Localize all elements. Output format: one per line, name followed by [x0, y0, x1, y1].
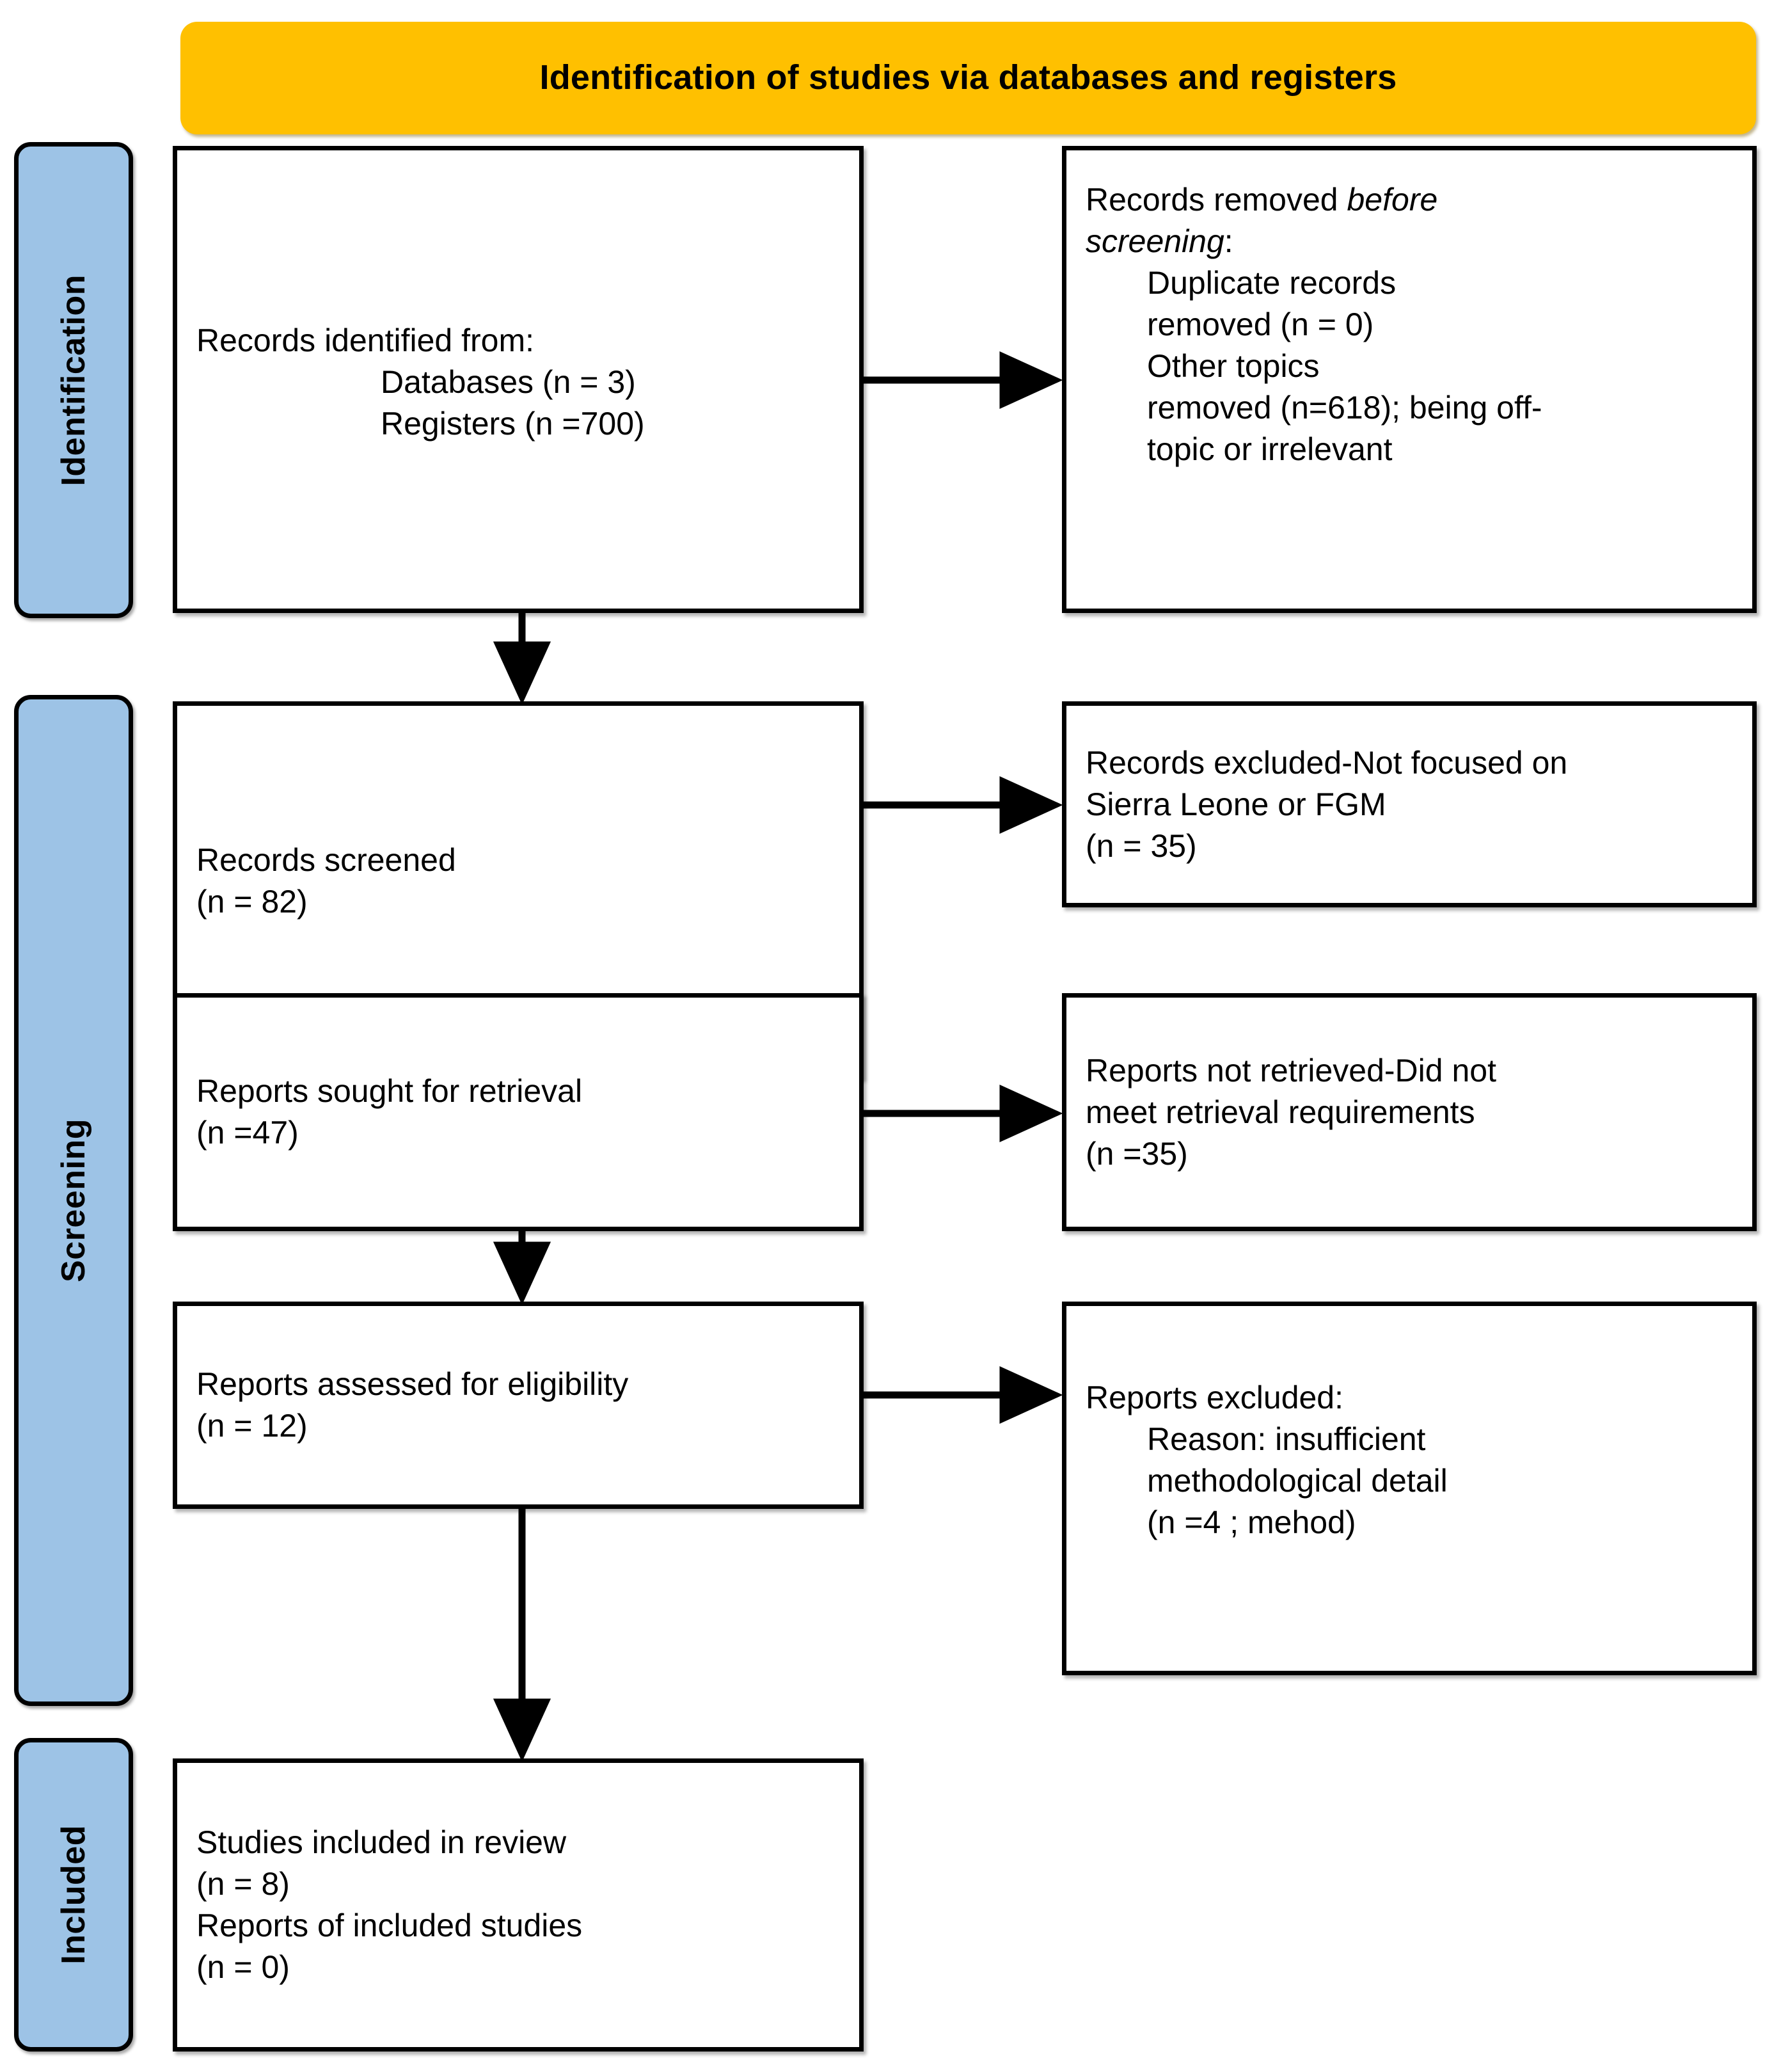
records-screened-line-1: Records screened — [196, 842, 456, 878]
box-reports-assessed: Reports assessed for eligibility (n = 12… — [173, 1302, 864, 1509]
reports-excluded-line-2: Reason: insufficient — [1147, 1421, 1426, 1457]
reports-excluded-line-3: methodological detail — [1147, 1463, 1448, 1499]
reports-excluded-line-1: Reports excluded: — [1086, 1380, 1344, 1415]
box-records-identified-text: Records identified from: Databases (n = … — [177, 320, 859, 445]
records-removed-line-2: screening: — [1086, 221, 1736, 262]
records-identified-line-3: Registers (n =700) — [381, 405, 645, 442]
records-removed-line-7: topic or irrelevant — [1147, 431, 1393, 467]
box-reports-not-retrieved: Reports not retrieved-Did not meet retri… — [1062, 993, 1757, 1231]
diagram-title: Identification of studies via databases … — [539, 58, 1397, 97]
records-removed-line-1-plain: Records removed — [1086, 181, 1347, 218]
stage-label-identification-text: Identification — [55, 274, 92, 486]
studies-included-line-3: Reports of included studies — [196, 1908, 583, 1943]
reports-assessed-line-1: Reports assessed for eligibility — [196, 1366, 629, 1402]
reports-not-retrieved-line-1: Reports not retrieved-Did not — [1086, 1052, 1496, 1088]
reports-not-retrieved-line-3: (n =35) — [1086, 1135, 1188, 1172]
reports-assessed-line-2: (n = 12) — [196, 1408, 308, 1444]
records-removed-line-4: removed (n = 0) — [1147, 306, 1374, 342]
records-removed-line-2-emphasis: screening — [1086, 223, 1224, 259]
box-reports-assessed-text: Reports assessed for eligibility (n = 12… — [177, 1364, 859, 1447]
box-reports-excluded-text: Reports excluded: Reason: insufficient m… — [1066, 1377, 1752, 1543]
box-records-excluded-text: Records excluded-Not focused on Sierra L… — [1066, 742, 1752, 867]
records-removed-line-3: Duplicate records — [1147, 264, 1397, 301]
box-studies-included-text: Studies included in review (n = 8) Repor… — [177, 1822, 859, 1988]
studies-included-line-2: (n = 8) — [196, 1866, 290, 1902]
records-removed-line-5: Other topics — [1147, 347, 1320, 384]
box-reports-sought: Reports sought for retrieval (n =47) — [173, 993, 864, 1231]
records-excluded-line-3: (n = 35) — [1086, 827, 1197, 864]
box-reports-not-retrieved-text: Reports not retrieved-Did not meet retri… — [1066, 1050, 1752, 1175]
stage-label-identification: Identification — [14, 142, 133, 618]
studies-included-line-4: (n = 0) — [196, 1949, 290, 1985]
stage-label-included: Included — [14, 1738, 133, 2052]
box-records-excluded: Records excluded-Not focused on Sierra L… — [1062, 701, 1757, 907]
records-excluded-line-2: Sierra Leone or FGM — [1086, 786, 1386, 822]
reports-sought-line-2: (n =47) — [196, 1115, 299, 1151]
reports-excluded-line-4: (n =4 ; mehod) — [1147, 1504, 1356, 1540]
records-identified-line-1: Records identified from: — [196, 322, 535, 358]
box-reports-excluded: Reports excluded: Reason: insufficient m… — [1062, 1302, 1757, 1675]
records-removed-line-1-emphasis: before — [1347, 181, 1438, 218]
stage-label-screening-text: Screening — [55, 1119, 92, 1282]
box-reports-sought-text: Reports sought for retrieval (n =47) — [177, 1071, 859, 1154]
records-identified-line-2: Databases (n = 3) — [381, 363, 636, 400]
records-removed-line-1: Records removed before — [1086, 179, 1736, 221]
box-records-identified: Records identified from: Databases (n = … — [173, 146, 864, 613]
records-removed-line-2-colon: : — [1224, 223, 1233, 259]
stage-label-screening: Screening — [14, 695, 133, 1706]
stage-label-included-text: Included — [55, 1825, 92, 1964]
box-records-removed-before-screening: Records removed before screening: Duplic… — [1062, 146, 1757, 613]
box-records-removed-text: Records removed before screening: Duplic… — [1066, 179, 1752, 470]
box-studies-included: Studies included in review (n = 8) Repor… — [173, 1758, 864, 2052]
records-excluded-line-1: Records excluded-Not focused on — [1086, 744, 1568, 781]
studies-included-line-1: Studies included in review — [196, 1824, 567, 1860]
records-screened-line-2: (n = 82) — [196, 884, 308, 920]
diagram-header-banner: Identification of studies via databases … — [180, 22, 1756, 134]
reports-not-retrieved-line-2: meet retrieval requirements — [1086, 1094, 1475, 1130]
reports-sought-line-1: Reports sought for retrieval — [196, 1073, 583, 1109]
records-removed-line-6: removed (n=618); being off- — [1147, 389, 1542, 426]
box-records-screened-text: Records screened (n = 82) — [177, 840, 859, 923]
